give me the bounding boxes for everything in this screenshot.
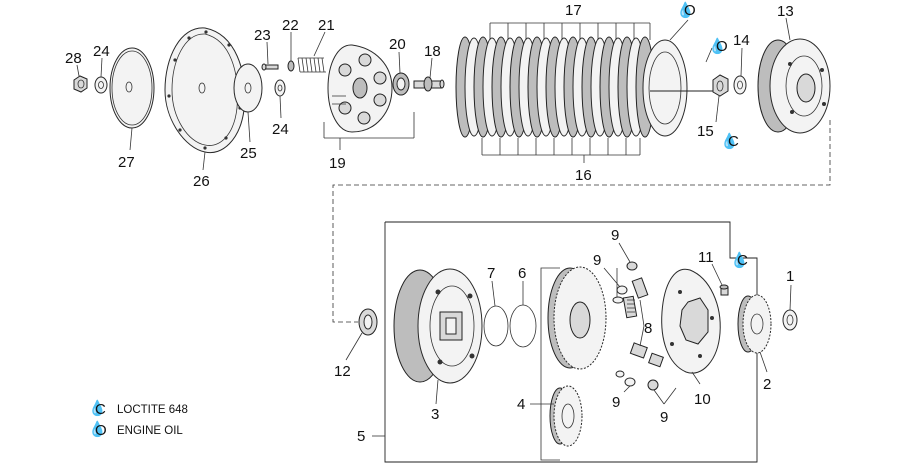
part-19-pressure-plate — [327, 44, 393, 133]
label-28: 28 — [65, 50, 82, 67]
label-6: 6 — [518, 265, 526, 282]
part-22-washer — [287, 60, 295, 72]
label-10: 10 — [694, 391, 711, 408]
part-20-bearing — [392, 72, 410, 96]
marker-oil-14: O — [716, 38, 728, 55]
part-24-washer-left — [94, 76, 108, 94]
legend-oil-text: ENGINE OIL — [117, 425, 183, 437]
label-9-d: 9 — [660, 409, 668, 426]
drop-icon: 💧 — [708, 37, 727, 55]
part-24-washer-right — [274, 79, 286, 97]
label-11: 11 — [698, 249, 714, 266]
label-24-left: 24 — [93, 43, 110, 60]
part-18-push-rod — [413, 76, 445, 92]
label-20: 20 — [389, 36, 406, 53]
label-8: 8 — [644, 320, 652, 337]
application-markers: 💧 O 💧 O 💧 C 💧 C — [676, 1, 749, 269]
drop-icon: 💧 — [730, 251, 749, 269]
part-15-nut — [712, 74, 729, 97]
part-3-clutch-housing — [393, 268, 483, 384]
label-18: 18 — [424, 43, 441, 60]
label-19: 19 — [329, 155, 346, 172]
bracket-16 — [481, 138, 641, 163]
part-23-pin — [261, 63, 279, 71]
part-25-disc — [233, 63, 263, 113]
part-1-washer — [782, 309, 798, 331]
bracket-19 — [323, 112, 415, 150]
label-4: 4 — [517, 396, 525, 413]
part-13-clutch-hub — [757, 38, 831, 134]
lower-assembly-frame — [372, 221, 758, 463]
label-15: 15 — [697, 123, 714, 140]
label-17: 17 — [565, 2, 582, 19]
part-12-washer — [358, 308, 378, 336]
label-27: 27 — [118, 154, 135, 171]
dashed-connector — [332, 120, 831, 323]
legend: 💧 C LOCTITE 648 💧 O ENGINE OIL — [88, 399, 188, 439]
label-26: 26 — [193, 173, 210, 190]
part-27-cover-disc — [109, 47, 155, 129]
label-9-c: 9 — [612, 394, 620, 411]
label-1: 1 — [786, 268, 794, 285]
part-4-gear — [549, 385, 583, 447]
marker-loctite-11: C — [737, 252, 748, 269]
label-24-right: 24 — [272, 121, 289, 138]
label-2: 2 — [763, 376, 771, 393]
drop-icon: 💧 — [720, 132, 739, 150]
marker-loctite-15: C — [728, 133, 739, 150]
drop-icon: 💧 — [676, 1, 695, 19]
part-9-8-springs-and-pins — [612, 261, 664, 391]
part-10-plate — [661, 268, 721, 374]
label-9-b: 9 — [593, 252, 601, 269]
part-16-17-clutch-plate-stack — [455, 36, 720, 138]
part-number-labels: 28 24 27 26 25 24 23 22 21 20 18 19 17 1… — [65, 2, 794, 445]
bracket-17 — [489, 22, 651, 40]
part-28-nut — [73, 75, 88, 93]
label-5: 5 — [357, 428, 365, 445]
part-2-gear — [737, 294, 772, 354]
label-14: 14 — [733, 32, 750, 49]
part-6-ring — [509, 304, 537, 348]
leader-lines-upper — [76, 17, 791, 171]
part-4-bracket — [540, 267, 560, 461]
marker-oil-17: O — [684, 2, 696, 19]
label-13: 13 — [777, 3, 794, 20]
leader-lines-lower — [345, 242, 792, 405]
label-25: 25 — [240, 145, 257, 162]
part-primary-gear — [547, 266, 607, 370]
label-23: 23 — [254, 27, 271, 44]
legend-oil-symbol: O — [95, 422, 107, 439]
label-3: 3 — [431, 406, 439, 423]
part-21-spring — [297, 57, 326, 73]
label-12: 12 — [334, 363, 351, 380]
part-11-bolt — [719, 284, 729, 296]
drop-icon: 💧 — [88, 420, 107, 438]
drop-icon: 💧 — [88, 399, 107, 417]
legend-loctite-symbol: C — [95, 401, 106, 418]
part-26-gasket — [164, 27, 246, 154]
part-14-washer — [733, 75, 747, 95]
label-16: 16 — [575, 167, 592, 184]
label-21: 21 — [318, 17, 335, 34]
label-22: 22 — [282, 17, 299, 34]
part-7-ring — [483, 305, 509, 347]
label-7: 7 — [487, 265, 495, 282]
label-9-a: 9 — [611, 227, 619, 244]
legend-loctite-text: LOCTITE 648 — [117, 404, 188, 416]
